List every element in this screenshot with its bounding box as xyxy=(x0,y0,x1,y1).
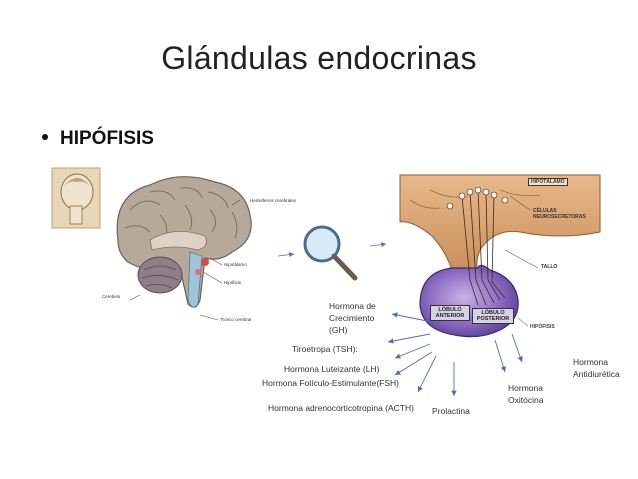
slide-title: Glándulas endocrinas xyxy=(161,40,477,76)
head-thumbnail xyxy=(51,167,101,229)
label-hypophysis-small: Hipófisis xyxy=(224,280,242,285)
label-neurosecretory-cells: CÉLULAS NEUROSECRETORAS xyxy=(533,208,586,220)
hormone-lh: Hormona Luteizante (LH) xyxy=(284,364,380,374)
bullet-text: HIPÓFISIS xyxy=(60,128,154,149)
bullet-item: HIPÓFISIS xyxy=(42,128,154,150)
label-stalk: TALLO xyxy=(541,264,558,270)
brain-diagram xyxy=(116,176,252,321)
hormone-oxytocin: Hormona Oxitócina xyxy=(508,383,544,405)
magnifier-icon xyxy=(303,225,358,281)
hormone-prolactin: Prolactina xyxy=(432,406,470,416)
label-brainstem: Tronco cerebral xyxy=(220,317,252,322)
label-anterior-lobe: LÓBULO ANTERIOR xyxy=(430,305,470,321)
label-hypothalamus: HIPOTÁLAMO xyxy=(528,178,568,186)
label-cerebellum: Cerebelo xyxy=(102,294,121,299)
bullet-dot xyxy=(42,133,48,140)
hormone-arrows xyxy=(387,312,523,396)
hormone-acth: Hormona adrenocorticotropina (ACTH) xyxy=(268,403,414,413)
label-hemispheres: Hemisferios cerebrales xyxy=(250,198,297,203)
label-posterior-lobe: LÓBULO POSTERIOR xyxy=(472,308,514,324)
hormone-gh: Hormona de Crecimiento (GH) xyxy=(329,301,376,335)
label-hypothalamus-small: Hipotálamo xyxy=(224,262,247,267)
hormone-tsh: Tiroetropa (TSH): xyxy=(292,344,358,354)
hormone-fsh: Hormona Folículo-Estimulante(FSH) xyxy=(262,378,399,388)
label-hypophysis: HIPÓFISIS xyxy=(530,324,555,330)
hormone-adh: Hormona Antidiurética xyxy=(573,357,620,379)
